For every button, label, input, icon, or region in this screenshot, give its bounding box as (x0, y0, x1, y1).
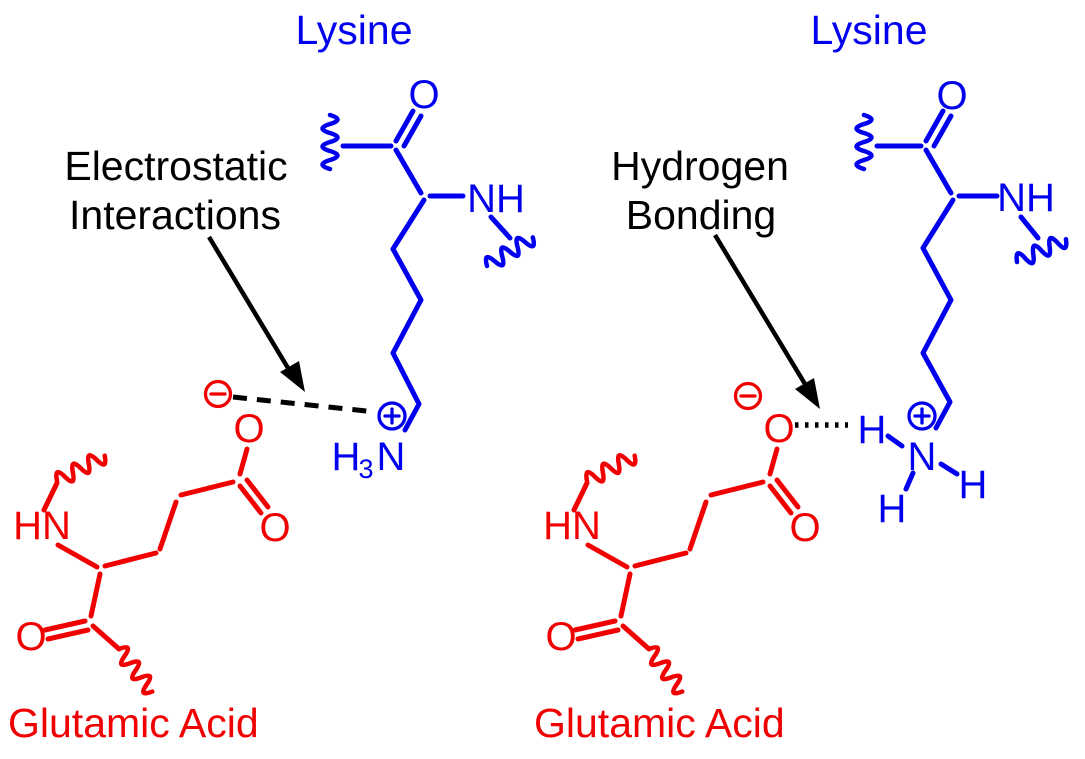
lysine-title: Lysine (296, 7, 413, 53)
peptide-squiggle-icon (323, 115, 338, 169)
backbone-nh-label: NH (997, 176, 1055, 220)
glutamate-double-bonds (572, 477, 801, 642)
annotation-arrow-shaft (713, 233, 807, 386)
lysine-molecule: O NH H 3 N (323, 73, 537, 484)
glutamate-single-bonds (41, 446, 250, 652)
glutamate-single-bonds (571, 446, 780, 652)
interaction-label-line1: Electrostatic (64, 143, 287, 189)
glutamate-molecule: HN O O O Glutamic Acid (534, 381, 821, 746)
peptide-squiggle-icon (53, 449, 108, 488)
lysine-carbonyl-double-bond (393, 108, 424, 149)
backbone-hn-label: HN (13, 504, 71, 548)
peptide-squiggle-icon (1014, 232, 1069, 268)
ammonium-h-bonded-label: H (858, 408, 887, 452)
glutamic-acid-title: Glutamic Acid (8, 700, 259, 746)
ammonium-h-label: H (332, 435, 361, 479)
lysine-single-bonds (340, 143, 513, 433)
glutamic-acid-title: Glutamic Acid (534, 700, 785, 746)
peptide-squiggle-icon (857, 115, 872, 169)
carboxylate-o-double-label: O (789, 506, 820, 550)
carboxylate-o-label: O (233, 407, 264, 451)
interaction-label-line2: Interactions (69, 192, 281, 238)
annotation-arrow-shaft (207, 235, 293, 375)
carbonyl-o-label: O (545, 615, 576, 659)
carboxylate-o-label: O (763, 407, 794, 451)
panel-hydrogen-bonding: Lysine O NH H N H H HN O O (534, 7, 1069, 746)
ammonium-h-right-label: H (959, 463, 988, 507)
peptide-squiggle-icon (643, 644, 688, 696)
backbone-nh-label: NH (467, 177, 525, 221)
lysine-title: Lysine (811, 7, 928, 53)
interaction-label-line2: Bonding (626, 192, 776, 238)
carboxylate-o-double-label: O (259, 506, 290, 550)
annotation-arrow-head-icon (795, 378, 820, 409)
glutamate-molecule: HN O O O Glutamic Acid (8, 379, 291, 746)
panel-electrostatic: Lysine O NH H 3 N HN O O O (8, 7, 537, 746)
carbonyl-o-label: O (936, 74, 967, 118)
carbonyl-o-label: O (15, 615, 46, 659)
electrostatic-annotation: Electrostatic Interactions (64, 143, 305, 392)
backbone-hn-label: HN (543, 504, 601, 548)
hydrogen-bonding-annotation: Hydrogen Bonding (611, 143, 820, 409)
lysine-carbonyl-double-bond (923, 108, 954, 149)
positive-charge-icon (907, 401, 937, 431)
ammonium-h-lower-label: H (878, 487, 907, 531)
annotation-arrow-head-icon (280, 361, 305, 392)
negative-charge-icon (203, 379, 233, 409)
lysine-molecule: O NH H N H H (857, 74, 1070, 531)
negative-charge-icon (733, 381, 763, 411)
lysine-single-bonds (874, 143, 1041, 431)
peptide-squiggle-icon (113, 644, 158, 696)
ammonium-n-label: N (377, 435, 406, 479)
interaction-label-line1: Hydrogen (611, 143, 789, 189)
positive-charge-icon (377, 401, 407, 431)
ammonium-nh-bonds (885, 433, 960, 492)
peptide-squiggle-icon (583, 449, 638, 488)
glutamate-double-bonds (42, 477, 271, 642)
ammonium-subscript-label: 3 (358, 454, 373, 484)
carbonyl-o-label: O (408, 73, 439, 117)
